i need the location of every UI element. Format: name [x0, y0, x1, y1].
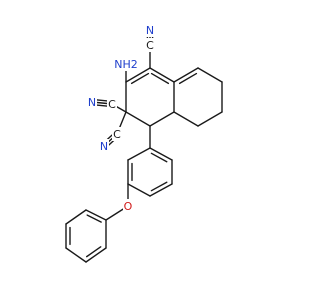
- atom-label-nitrile-c-left: C: [107, 97, 117, 111]
- bond-line-10: [197, 67, 223, 83]
- bond-line-45: [85, 247, 107, 263]
- bond-line-41: [65, 209, 87, 225]
- atom-label-bg-nitrile-c-lower: [112, 127, 122, 141]
- atom-label-text-nitrile-c-top: C: [146, 39, 154, 52]
- bond-layer: [65, 29, 223, 263]
- atom-label-text-nitrile-n-lower: N: [100, 140, 108, 153]
- bond-line-12: [197, 111, 223, 127]
- bond-line-8: [173, 67, 199, 83]
- atom-label-nitrile-n-lower: N: [99, 139, 109, 153]
- bond-line-4: [149, 111, 175, 127]
- bond-line-1: [130, 72, 150, 85]
- atom-label-amino-nh2: NH2: [114, 57, 138, 71]
- bond-line-33: [127, 183, 151, 197]
- atom-label-text-ether-o: O: [124, 200, 133, 213]
- bond-line-31: [149, 183, 173, 197]
- atom-label-bg-nitrile-n-top: [145, 23, 155, 37]
- bond-line-28: [149, 147, 173, 161]
- atom-label-bg-nitrile-c-left: [107, 97, 117, 111]
- bond-line-3: [125, 111, 151, 127]
- bond-line-39: [85, 209, 107, 221]
- bond-line-44: [65, 247, 87, 263]
- bond-line-46: [86, 246, 102, 258]
- bond-line-0: [125, 67, 151, 83]
- atom-label-text-nitrile-n-left: N: [88, 96, 96, 109]
- atom-label-text-nitrile-c-left: C: [108, 98, 116, 111]
- atom-label-bg-nitrile-n-lower: [99, 139, 109, 153]
- bond-line-9: [178, 72, 198, 85]
- bond-line-13: [173, 111, 199, 127]
- atom-label-nitrile-n-left: N: [87, 95, 97, 109]
- atom-label-text-nitrile-n-top: N: [146, 24, 154, 37]
- bond-line-36: [127, 147, 151, 161]
- atom-label-bg-ether-o: [123, 199, 133, 213]
- atom-label-ether-o: O: [123, 199, 133, 213]
- atom-label-bg-nitrile-c-top: [145, 38, 155, 52]
- atom-label-nitrile-c-lower: C: [112, 127, 122, 141]
- atom-label-text-amino-nh2: NH2: [114, 58, 138, 71]
- bond-line-40: [86, 214, 102, 223]
- bond-line-32: [150, 181, 168, 192]
- atom-label-bg-amino-nh2: [114, 57, 138, 71]
- bond-line-29: [150, 152, 168, 163]
- atom-label-nitrile-n-top: N: [145, 23, 155, 37]
- atom-label-text-nitrile-c-lower: C: [113, 128, 121, 141]
- bond-line-7: [150, 72, 170, 85]
- bond-line-6: [149, 67, 175, 83]
- atom-label-bg-nitrile-n-left: [87, 95, 97, 109]
- atom-label-nitrile-c-top: C: [145, 38, 155, 52]
